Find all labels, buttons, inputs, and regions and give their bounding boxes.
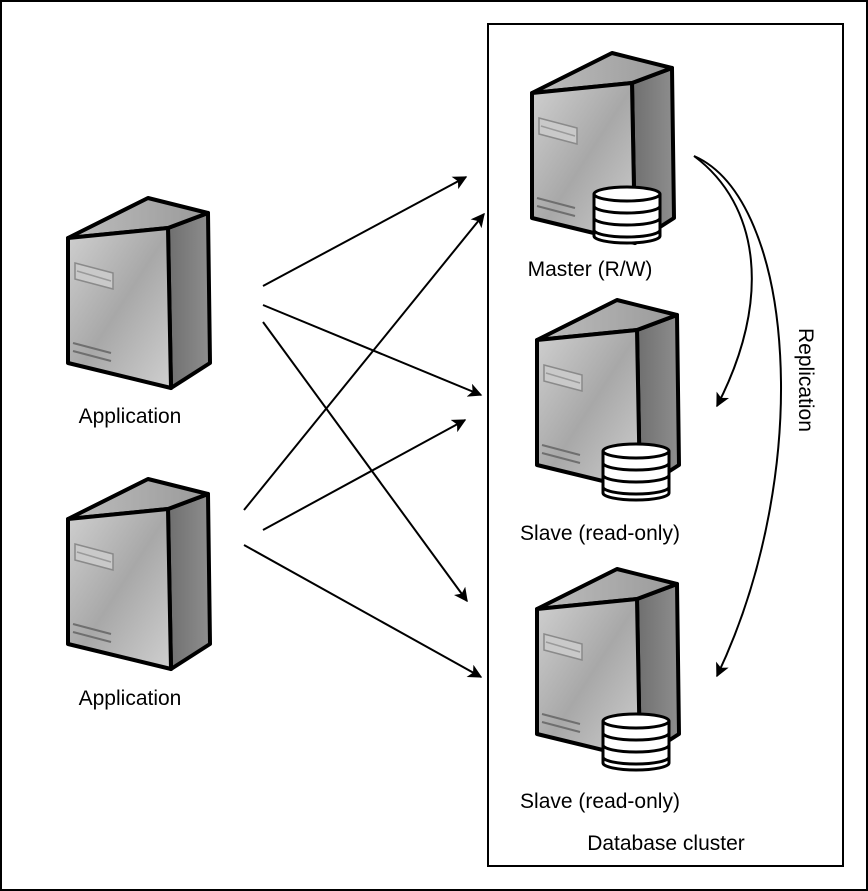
node-label: Slave (read-only) bbox=[520, 522, 680, 545]
server-icon bbox=[66, 477, 212, 671]
server-icon bbox=[66, 196, 212, 390]
node-label: Application bbox=[79, 405, 182, 428]
database-icon bbox=[601, 442, 671, 502]
edge-app1-slave1 bbox=[262, 304, 483, 397]
node-slave1[interactable]: Slave (read-only) bbox=[520, 300, 680, 545]
replication-edge-slave1 bbox=[693, 155, 753, 408]
edge-app1-slave2 bbox=[262, 321, 468, 603]
node-app2[interactable]: Application bbox=[66, 477, 212, 710]
edge-app2-slave2 bbox=[243, 544, 483, 678]
node-label: Application bbox=[79, 687, 182, 710]
node-label: Slave (read-only) bbox=[520, 790, 680, 813]
database-icon bbox=[601, 712, 671, 772]
replication-edge-slave2 bbox=[693, 155, 782, 678]
replication: Replication bbox=[693, 155, 817, 678]
node-app1[interactable]: Application bbox=[66, 196, 212, 428]
replication-label: Replication bbox=[794, 328, 817, 432]
node-master[interactable]: Master (R/W) bbox=[528, 51, 676, 281]
edge-app2-slave1 bbox=[262, 419, 467, 531]
edge-app2-master bbox=[243, 212, 485, 511]
database-cluster: Database cluster bbox=[487, 23, 844, 867]
cluster-label: Database cluster bbox=[587, 832, 745, 855]
node-slave2[interactable]: Slave (read-only) bbox=[520, 569, 680, 813]
database-icon bbox=[592, 185, 662, 245]
cluster-boundary bbox=[487, 23, 844, 867]
node-label: Master (R/W) bbox=[528, 258, 653, 281]
edges bbox=[243, 176, 485, 678]
edge-app1-master bbox=[262, 176, 468, 287]
